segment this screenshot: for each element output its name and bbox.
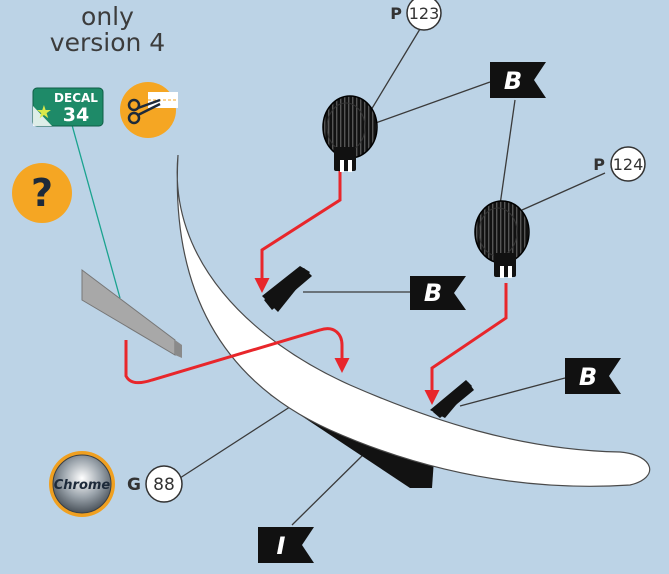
decal-label: DECAL (54, 91, 98, 105)
chrome-label: Chrome (54, 478, 111, 493)
tire-part-p123 (322, 95, 378, 172)
flag-label: B (504, 67, 522, 95)
version-note: only version 4 (20, 4, 195, 56)
flag-b2: B (410, 276, 466, 310)
flag-label: I (277, 532, 286, 560)
part-callout-g88: G 88 (127, 465, 183, 503)
flag-i1: I (258, 527, 314, 563)
decal-number: 34 (63, 104, 89, 126)
version-note-line2: version 4 (49, 28, 166, 57)
part-prefix: G (127, 475, 141, 495)
part-number: 123 (409, 4, 440, 23)
decal-leader (71, 124, 121, 299)
plate-part (81, 268, 182, 358)
part-callout-p123: P 123 (390, 0, 442, 31)
version-note-line1: only (81, 2, 134, 31)
part-number: 124 (613, 155, 644, 174)
part-prefix: P (593, 155, 605, 174)
scissors-icon (120, 82, 178, 138)
leader-lines (179, 23, 606, 526)
flag-label: B (424, 279, 442, 307)
flag-b3: B (565, 358, 621, 394)
part-number: 88 (153, 475, 175, 495)
svg-text:?: ? (31, 171, 53, 215)
mount-stubs (264, 268, 474, 418)
flag-label: B (579, 363, 597, 391)
decal-sticker: ★ DECAL 34 (32, 87, 104, 127)
part-callout-p124: P 124 (593, 146, 646, 182)
flag-b1: B (490, 62, 546, 98)
tire-part-p124 (474, 200, 530, 278)
spoiler-wing (176, 154, 651, 487)
decal-star-icon: ★ (36, 102, 52, 123)
assembly-arrows (124, 165, 508, 405)
chrome-badge: Chrome (49, 451, 115, 517)
part-prefix: P (390, 4, 402, 23)
question-icon: ? (12, 163, 72, 223)
